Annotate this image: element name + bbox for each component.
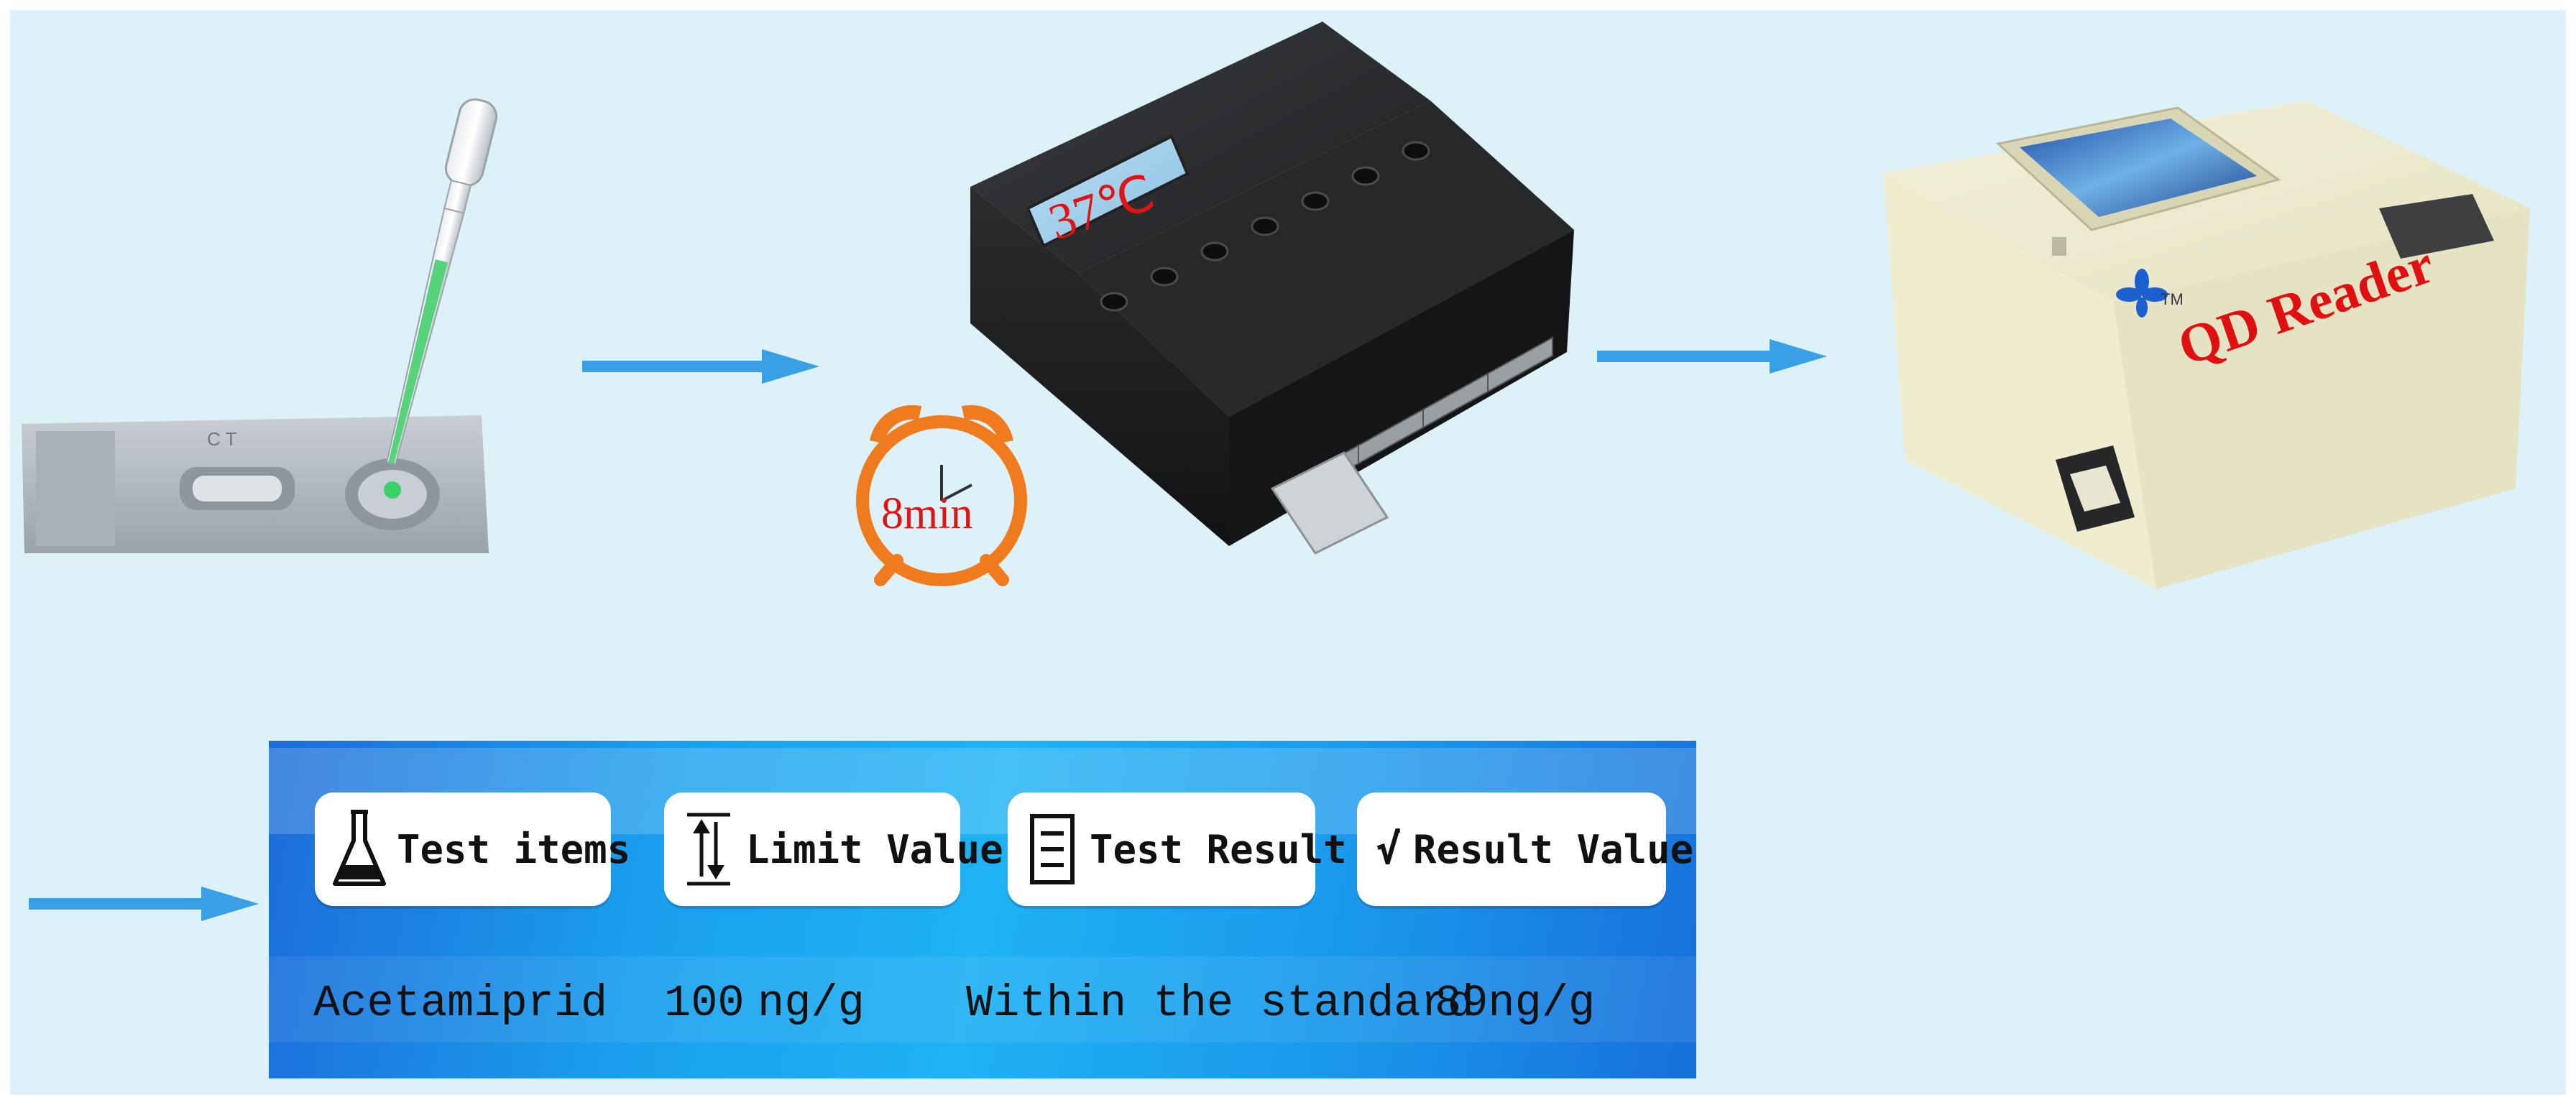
limit-unit-value: ng/g <box>758 978 865 1029</box>
limit-value-label: Limit Value <box>746 826 1003 872</box>
svg-text:C T: C T <box>207 428 237 450</box>
check-mark-icon: √ <box>1376 825 1402 874</box>
limit-number-value: 100 <box>664 978 745 1029</box>
test-result-label: Test Result <box>1090 826 1347 872</box>
flow-arrow-2 <box>1597 335 1827 378</box>
result-value-value: 89ng/g <box>1435 978 1596 1029</box>
result-value-button[interactable]: √ Result Value <box>1357 792 1693 906</box>
checklist-icon <box>1024 806 1081 892</box>
timer-duration: 8min <box>881 489 973 538</box>
qd-reader-device <box>1876 86 2537 604</box>
flask-icon <box>331 806 388 892</box>
flow-arrow-3 <box>29 882 259 925</box>
result-value-label: Result Value <box>1413 826 1694 872</box>
flow-arrow-1 <box>582 345 819 388</box>
test-item-value: Acetamiprid <box>313 978 608 1029</box>
test-strip-with-dropper: C T <box>22 79 510 568</box>
test-items-label: Test items <box>397 826 631 872</box>
limit-value-button[interactable]: Limit Value <box>664 792 1003 906</box>
limit-arrows-icon <box>680 806 737 892</box>
alarm-clock-icon <box>841 392 1042 593</box>
test-items-button[interactable]: Test items <box>315 792 630 906</box>
trademark-mark: TM <box>2161 290 2184 308</box>
incubator-device <box>956 14 1603 560</box>
test-result-button[interactable]: Test Result <box>1008 792 1347 906</box>
results-panel: Test items Limit Value Test Result <box>269 741 1696 1078</box>
test-result-value: Within the standard <box>966 978 1474 1029</box>
